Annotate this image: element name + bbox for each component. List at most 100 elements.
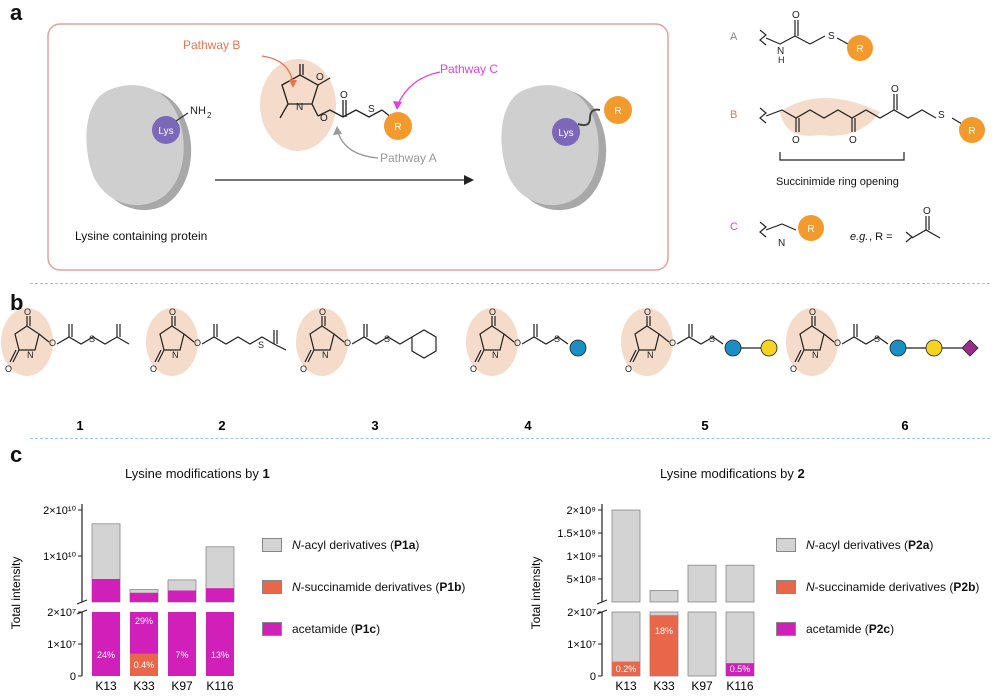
compound-1-label: 1 — [76, 418, 83, 433]
chart-2: Total intensity01×10⁷2×10⁷5×10⁸1×10⁹1.5×… — [529, 504, 755, 693]
compound-2: S — [145, 306, 287, 377]
panel-a-products: A N H O S R B O O O S R Succinimide ring… — [730, 10, 985, 249]
legend-item: acetamide (P2c) — [776, 622, 894, 636]
legend-label: N-succinamide derivatives (P2b) — [806, 580, 980, 594]
panel-letter-a: a — [10, 0, 23, 25]
legend-swatch — [262, 538, 282, 552]
legend-item: acetamide (P1c) — [262, 622, 380, 636]
nhs-highlight — [260, 59, 336, 151]
bar-acetamide-lower — [726, 663, 754, 676]
ring-opening-label: Succinimide ring opening — [776, 176, 899, 188]
legend-swatch — [776, 580, 796, 594]
pathway-b-label: Pathway B — [183, 38, 240, 52]
panel-letter-b: b — [10, 290, 24, 315]
protein-blob-left — [86, 85, 192, 211]
svg-text:S: S — [938, 110, 945, 121]
bar-succinamide-lower — [650, 615, 678, 676]
compound-6: S — [785, 306, 979, 377]
svg-text:O: O — [792, 10, 800, 21]
compound-4-label: 4 — [524, 418, 532, 433]
svg-text:e.g.: e.g. — [850, 231, 868, 243]
svg-text:S: S — [709, 334, 715, 344]
compound-2-label: 2 — [218, 418, 225, 433]
y-tick-label: 1×10⁹ — [567, 551, 597, 563]
svg-text:S: S — [554, 334, 560, 344]
y-tick-label: 2×10¹⁰ — [43, 505, 76, 517]
svg-text:R: R — [614, 106, 621, 117]
svg-text:N: N — [778, 238, 785, 249]
x-tick-label: K116 — [206, 679, 233, 693]
pathway-a-label: Pathway A — [380, 151, 437, 165]
svg-text:O: O — [792, 135, 800, 146]
svg-text:S: S — [89, 334, 95, 344]
protein-blob-right — [501, 85, 607, 211]
legend-item: N-succinamide derivatives (P1b) — [262, 580, 465, 594]
r-group-product — [604, 96, 632, 124]
legend-label: N-acyl derivatives (P1a) — [292, 538, 420, 552]
legend-swatch — [262, 622, 282, 636]
y-tick-label: 5×10⁸ — [567, 574, 596, 586]
y-axis-label: Total intensity — [529, 557, 543, 630]
bar-nacyl-upper — [687, 564, 717, 603]
svg-text:O: O — [316, 72, 324, 83]
compound-4: S — [465, 306, 587, 377]
svg-text:O: O — [923, 206, 931, 217]
bar-acetamide-upper — [168, 590, 196, 602]
svg-text:S: S — [368, 104, 375, 115]
legend-item: N-acyl derivatives (P2a) — [776, 538, 933, 552]
svg-text:O: O — [340, 90, 348, 101]
scheme-box — [47, 23, 669, 271]
panel-a-scheme: Lys NH 2 Lysine containing protein O N O… — [47, 23, 669, 271]
compound-6-label: 6 — [901, 418, 908, 433]
y-tick-label: 1.5×10⁹ — [557, 528, 596, 540]
separator-b-c — [30, 438, 990, 439]
bar-annotation: 13% — [211, 650, 229, 660]
legend-label: acetamide (P1c) — [292, 622, 381, 636]
bar-acetamide-upper — [130, 592, 158, 602]
x-tick-label: K13 — [615, 679, 637, 693]
svg-text:R: R — [968, 126, 975, 137]
chart2-title: Lysine modifications by 2 — [660, 466, 805, 481]
y-axis-label: Total intensity — [9, 557, 23, 630]
protein-label: Lysine containing protein — [75, 229, 207, 243]
bar-acetamide-lower — [206, 612, 234, 676]
legend-swatch — [776, 538, 796, 552]
svg-text:R: R — [807, 224, 814, 235]
label-c: C — [730, 221, 738, 233]
compound-3-label: 3 — [371, 418, 378, 433]
x-tick-label: K97 — [691, 679, 713, 693]
x-tick-label: K33 — [133, 679, 155, 693]
bar-annotation: 24% — [97, 650, 115, 660]
legend-swatch — [776, 622, 796, 636]
svg-text:Lys: Lys — [558, 128, 573, 139]
separator-a-b — [30, 283, 990, 284]
y-tick-label: 0 — [590, 671, 596, 683]
bar-annotation: 18% — [655, 626, 673, 636]
chart1-title: Lysine modifications by 1 — [125, 466, 270, 481]
bar-nacyl-upper — [649, 590, 679, 603]
lys-circle-right — [552, 118, 580, 146]
panel-b-compounds: O N O O S 1 S 2 S — [0, 306, 979, 433]
bar-annotation: 0.4% — [134, 660, 155, 670]
svg-text:S: S — [828, 31, 835, 42]
svg-text:R: R — [856, 44, 863, 55]
axis-break-mark — [596, 599, 608, 605]
bar-annotation: 0.2% — [616, 664, 637, 674]
bar-annotation: 7% — [175, 650, 188, 660]
nh2-label: NH — [190, 105, 206, 117]
label-a: A — [730, 31, 738, 43]
svg-text:O: O — [320, 113, 328, 124]
panel-letter-c: c — [10, 442, 23, 467]
legend-swatch — [262, 580, 282, 594]
y-tick-label: 2×10⁹ — [567, 505, 597, 517]
x-tick-label: K116 — [726, 679, 753, 693]
bar-nacyl-upper — [725, 564, 755, 603]
svg-text:S: S — [874, 334, 880, 344]
svg-text:N: N — [777, 46, 784, 57]
chart-1: Total intensity01×10⁷2×10⁷1×10¹⁰2×10¹⁰K1… — [9, 504, 235, 693]
legend-label: N-acyl derivatives (P2a) — [806, 538, 934, 552]
nh2-subscript: 2 — [207, 111, 212, 120]
y-tick-label: 1×10⁷ — [567, 639, 596, 651]
label-b: B — [730, 109, 737, 121]
y-tick-label: 1×10¹⁰ — [43, 551, 76, 563]
